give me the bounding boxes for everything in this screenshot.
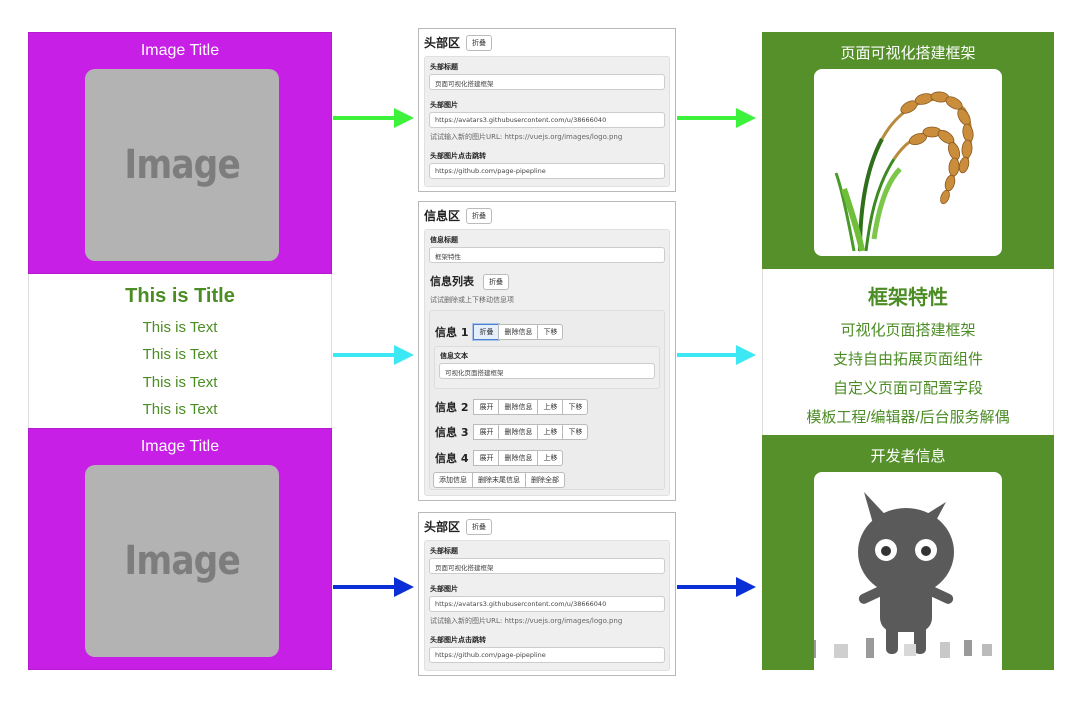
- panel-header: 头部区 折叠: [424, 34, 493, 51]
- result-head-title-2: 开发者信息: [870, 448, 946, 465]
- delete-all-info-button[interactable]: 删除全部: [525, 472, 565, 488]
- rice-image: [814, 69, 1002, 256]
- result-column: 页面可视化搭建框架: [762, 32, 1054, 670]
- panel-title: 头部区: [424, 520, 461, 534]
- info-list-hint: 试试删除或上下移动信息项: [430, 296, 514, 304]
- info-item-4-row: 信息 4 展开 删除信息 上移: [435, 450, 564, 466]
- info-item-1-row: 信息 1 折叠 删除信息 下移: [435, 324, 564, 340]
- template-info-text: This is Text: [142, 401, 218, 418]
- result-head-title: 页面可视化搭建框架: [840, 45, 976, 62]
- info-item-2-row: 信息 2 展开 删除信息 上移 下移: [435, 399, 589, 415]
- info-item-3-row: 信息 3 展开 删除信息 上移 下移: [435, 424, 589, 440]
- item-move-down-button[interactable]: 下移: [537, 324, 564, 340]
- head-title-label: 头部标题: [430, 547, 458, 555]
- image-placeholder: Image: [85, 69, 279, 261]
- result-info-text: 可视化页面搭建框架: [840, 322, 976, 339]
- editor-head-panel-2: 头部区 折叠 头部标题 页面可视化搭建框架 头部图片 https://avata…: [418, 512, 676, 676]
- item-move-up-button[interactable]: 上移: [537, 424, 564, 440]
- info-fields: 信息标题 框架特性 信息列表 折叠 试试删除或上下移动信息项 信息 1 折叠 删…: [424, 229, 670, 496]
- result-info-title: 框架特性: [868, 287, 948, 309]
- item-move-down-button[interactable]: 下移: [562, 424, 589, 440]
- info-title-input[interactable]: 框架特性: [429, 247, 665, 263]
- head-image-label: 头部图片: [430, 101, 458, 109]
- panel-title: 头部区: [424, 36, 461, 50]
- template-head-title: Image Title: [140, 42, 220, 59]
- cat-avatar-icon: [814, 492, 992, 658]
- head-image-input[interactable]: https://avatars3.githubusercontent.com/u…: [429, 596, 665, 612]
- head-title-label: 头部标题: [430, 63, 458, 71]
- image-placeholder-label: Image: [124, 142, 240, 188]
- template-info-text: This is Text: [142, 374, 218, 391]
- template-info-text: This is Text: [142, 319, 218, 336]
- item-expand-button[interactable]: 展开: [473, 399, 500, 415]
- result-info-text: 模板工程/编辑器/后台服务解偶: [806, 409, 1010, 426]
- result-info-text: 支持自由拓展页面组件: [832, 351, 983, 368]
- head-image-label: 头部图片: [430, 585, 458, 593]
- collapse-button[interactable]: 折叠: [466, 34, 493, 51]
- head-image-input[interactable]: https://avatars3.githubusercontent.com/u…: [429, 112, 665, 128]
- item-delete-button[interactable]: 删除信息: [498, 450, 539, 466]
- info-list-actions: 添加信息 删除末尾信息 删除全部: [433, 472, 565, 488]
- head-title-input[interactable]: 页面可视化搭建框架: [429, 74, 665, 90]
- result-info-block: 框架特性 可视化页面搭建框架 支持自由拓展页面组件 自定义页面可配置字段 模板工…: [762, 269, 1054, 435]
- result-info-text: 自定义页面可配置字段: [832, 380, 983, 397]
- result-head-block-2: 开发者信息: [762, 435, 1054, 670]
- item-delete-button[interactable]: 删除信息: [498, 424, 539, 440]
- info-item-label: 信息 1: [435, 326, 469, 339]
- item-expand-button[interactable]: 展开: [473, 424, 500, 440]
- head-fields: 头部标题 页面可视化搭建框架 头部图片 https://avatars3.git…: [424, 56, 670, 187]
- info-list-collapse-button[interactable]: 折叠: [483, 274, 509, 290]
- template-info-title: This is Title: [125, 285, 235, 307]
- panel-title: 信息区: [424, 209, 461, 223]
- template-head-block-2: Image Title Image: [28, 428, 332, 670]
- add-info-button[interactable]: 添加信息: [433, 472, 473, 488]
- template-info-block: This is Title This is Text This is Text …: [28, 274, 332, 428]
- item-collapse-button[interactable]: 折叠: [473, 324, 500, 340]
- rice-icon: [834, 91, 974, 252]
- info-text-label: 信息文本: [440, 352, 468, 360]
- head-fields: 头部标题 页面可视化搭建框架 头部图片 https://avatars3.git…: [424, 540, 670, 671]
- info-item-1-fields: 信息文本 可视化页面搭建框架: [434, 346, 660, 389]
- panel-header: 头部区 折叠: [424, 518, 493, 535]
- item-move-down-button[interactable]: 下移: [562, 399, 589, 415]
- head-link-label: 头部图片点击跳转: [430, 152, 486, 160]
- item-move-up-button[interactable]: 上移: [537, 399, 564, 415]
- item-delete-button[interactable]: 删除信息: [498, 399, 539, 415]
- editor-head-panel: 头部区 折叠 头部标题 页面可视化搭建框架 头部图片 https://avata…: [418, 28, 676, 192]
- collapse-button[interactable]: 折叠: [466, 207, 493, 224]
- head-link-label: 头部图片点击跳转: [430, 636, 486, 644]
- head-link-input[interactable]: https://github.com/page-pipepline: [429, 163, 665, 179]
- image-placeholder-label-2: Image: [124, 538, 240, 584]
- head-image-hint: 试试输入新的图片URL: https://vuejs.org/images/lo…: [430, 133, 623, 141]
- item-expand-button[interactable]: 展开: [473, 450, 500, 466]
- info-list-label: 信息列表: [430, 275, 474, 288]
- template-head-title-2: Image Title: [140, 438, 220, 455]
- info-item-label: 信息 4: [435, 452, 469, 465]
- item-delete-button[interactable]: 删除信息: [498, 324, 539, 340]
- template-head-block: Image Title Image: [28, 32, 332, 274]
- cat-avatar-image: [814, 472, 1002, 670]
- head-image-hint: 试试输入新的图片URL: https://vuejs.org/images/lo…: [430, 617, 623, 625]
- template-column: Image Title Image This is Title This is …: [28, 32, 332, 670]
- item-move-up-button[interactable]: 上移: [537, 450, 564, 466]
- head-title-input[interactable]: 页面可视化搭建框架: [429, 558, 665, 574]
- info-item-label: 信息 3: [435, 426, 469, 439]
- result-head-block: 页面可视化搭建框架: [762, 32, 1054, 269]
- image-placeholder-2: Image: [85, 465, 279, 657]
- info-text-input[interactable]: 可视化页面搭建框架: [439, 363, 655, 379]
- editor-info-panel: 信息区 折叠 信息标题 框架特性 信息列表 折叠 试试删除或上下移动信息项 信息…: [418, 201, 676, 501]
- template-info-text: This is Text: [142, 346, 218, 363]
- panel-header: 信息区 折叠: [424, 207, 493, 224]
- delete-last-info-button[interactable]: 删除末尾信息: [472, 472, 526, 488]
- pixel-noise: [814, 638, 992, 658]
- info-item-label: 信息 2: [435, 401, 469, 414]
- info-title-label: 信息标题: [430, 236, 458, 244]
- head-link-input[interactable]: https://github.com/page-pipepline: [429, 647, 665, 663]
- collapse-button[interactable]: 折叠: [466, 518, 493, 535]
